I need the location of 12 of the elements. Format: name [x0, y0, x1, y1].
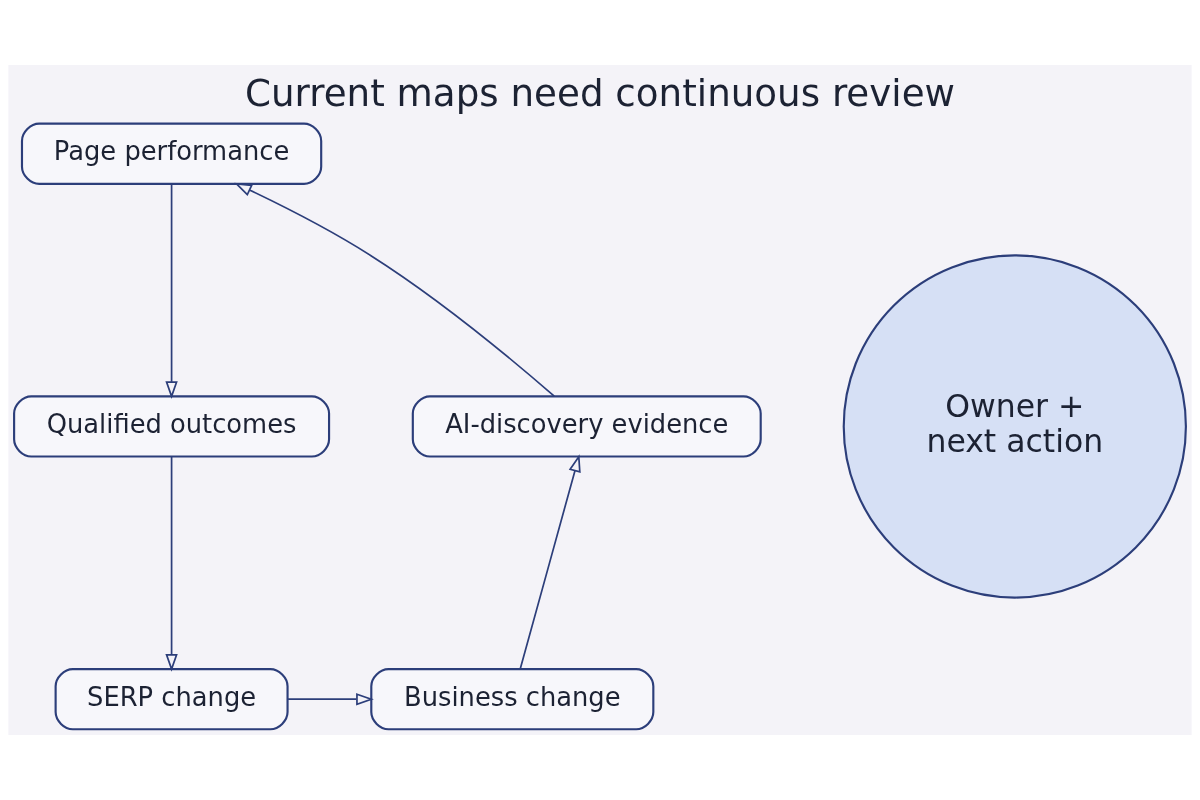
- arrow: [287, 693, 374, 706]
- node-box: SERP change: [54, 668, 289, 731]
- diagram-title: Current maps need continuous review: [245, 71, 955, 116]
- node-box: Page performance: [20, 122, 323, 185]
- node-box: Qualified outcomes: [13, 395, 331, 458]
- node-box: AI-discovery evidence: [411, 395, 762, 458]
- arrow: [234, 182, 556, 397]
- arrow: [165, 455, 178, 672]
- arrow: [165, 183, 178, 399]
- node-box: Business change: [370, 668, 655, 731]
- node-circle: Owner + next action: [842, 254, 1187, 599]
- arrow: [519, 454, 581, 670]
